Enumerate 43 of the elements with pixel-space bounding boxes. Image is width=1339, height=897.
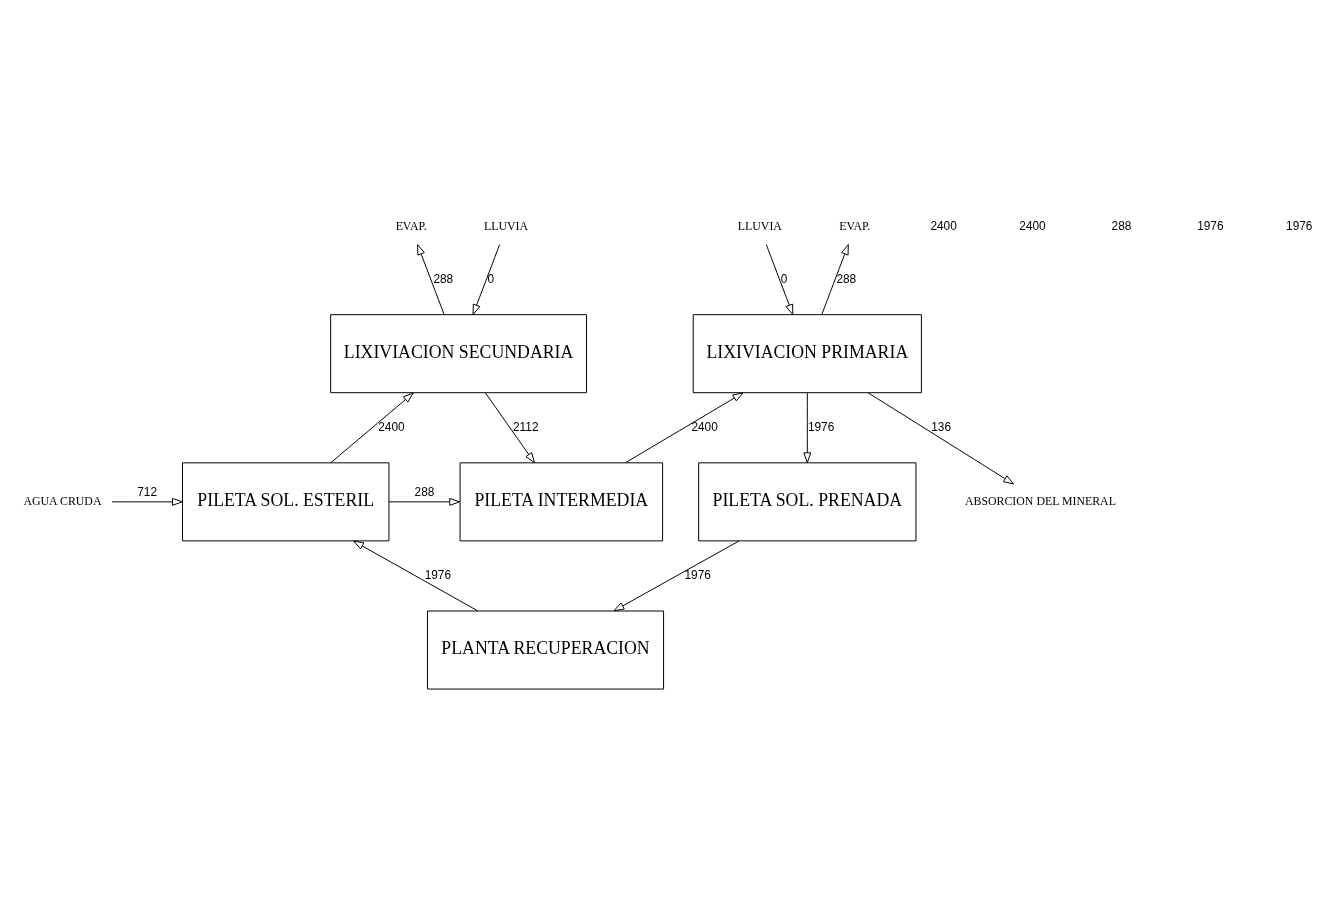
label: 1976 [1197,218,1224,233]
node-box: LIXIVIACION SECUNDARIA [330,313,587,393]
label: 2400 [930,218,957,233]
node-text: EVAP. [395,218,427,233]
edge-label: 288 [836,271,857,286]
arrow [388,497,461,506]
arrow [111,497,183,506]
node-box: PILETA INTERMEDIA [459,461,664,541]
edge-label: 712 [137,484,158,499]
edge-label: 1976 [424,567,452,582]
arrow [765,243,794,315]
node-text: LLUVIA [737,218,782,233]
node-text: AGUA CRUDA [23,493,102,508]
arrow [821,243,849,315]
edge-label: 288 [433,271,454,286]
edge-label: 136 [931,419,952,434]
arrow [417,243,445,315]
label: 2400 [1019,218,1046,233]
edge-label: 0 [487,271,494,286]
arrow [867,391,1014,484]
arrow [330,392,414,463]
node-box: LIXIVIACION PRIMARIA [692,313,922,393]
arrow [625,391,744,463]
edge-label: 0 [780,271,788,286]
edge-label: 2400 [691,419,718,434]
edge-label: 288 [414,484,435,499]
arrow [472,243,501,315]
node-text: EVAP. [839,218,871,233]
label: 1976 [1286,218,1313,233]
arrow [613,540,740,611]
edge-label: 1976 [807,419,835,434]
node-text: ABSORCION DEL MINERAL [964,493,1116,508]
arrow [353,540,479,611]
node-box: PILETA SOL. PRENADA [698,461,917,541]
node-box: PLANTA RECUPERACION [427,610,665,690]
node-box: PILETA SOL. ESTERIL [182,461,390,541]
edge-label: 1976 [684,567,711,582]
node-text: LLUVIA [483,218,529,233]
label: 288 [1111,218,1132,233]
arrow [485,392,535,463]
edge-label: 2112 [513,419,539,434]
edge-label: 2400 [378,419,405,434]
arrow [803,392,812,463]
